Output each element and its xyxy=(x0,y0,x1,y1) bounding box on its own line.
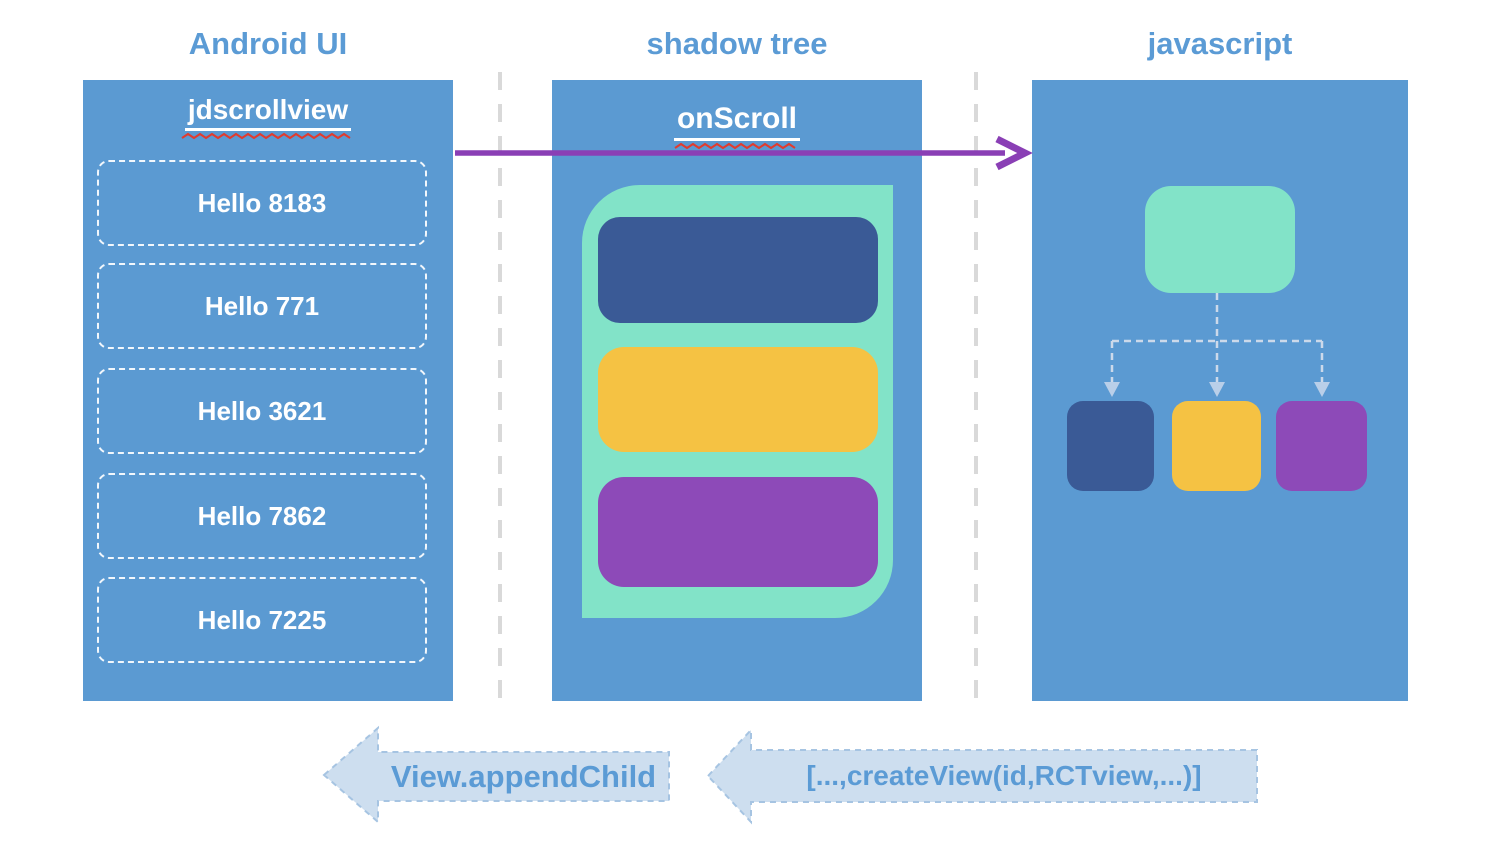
onscroll-flow-arrow xyxy=(455,135,1033,171)
hello-item-3: Hello 3621 xyxy=(97,368,427,454)
js-tree-connectors xyxy=(1104,293,1330,397)
android-ui-header: Android UI xyxy=(188,26,348,61)
view-appendchild-label: View.appendChild xyxy=(390,758,657,794)
hello-item-1: Hello 8183 xyxy=(97,160,427,246)
android-panel-title: jdscrollview xyxy=(83,94,453,140)
javascript-panel xyxy=(1032,80,1408,701)
shadow-panel-title-text: onScroll xyxy=(673,102,800,141)
column-separator-right xyxy=(974,72,978,708)
shadow-navy-block xyxy=(598,217,878,323)
shadow-panel-title: onScroll xyxy=(552,102,922,150)
down-arrowhead-icons xyxy=(1104,382,1330,397)
shadow-tree-container xyxy=(582,185,893,618)
js-root-node xyxy=(1145,186,1295,293)
red-squiggle-underline-icon xyxy=(181,132,351,140)
shadow-yellow-block xyxy=(598,347,878,452)
shadow-purple-block xyxy=(598,477,878,587)
hello-item-4: Hello 7862 xyxy=(97,473,427,559)
shadow-tree-header: shadow tree xyxy=(646,26,828,61)
javascript-header: javascript xyxy=(1147,26,1293,61)
createview-arrow: [...,createView(id,RCTview,...)] xyxy=(705,725,1260,825)
android-panel-title-text: jdscrollview xyxy=(184,94,352,131)
left-block-arrow-icon xyxy=(322,725,670,825)
js-purple-node xyxy=(1276,401,1367,491)
red-squiggle-underline-icon xyxy=(674,142,796,150)
android-ui-panel: jdscrollview Hello 8183 Hello 771 Hello … xyxy=(83,80,453,701)
view-appendchild-arrow: View.appendChild xyxy=(320,725,672,825)
hello-item-5: Hello 7225 xyxy=(97,577,427,663)
js-yellow-node xyxy=(1172,401,1261,491)
left-block-arrow-icon xyxy=(706,727,1258,825)
js-navy-node xyxy=(1067,401,1154,491)
hello-item-2: Hello 771 xyxy=(97,263,427,349)
shadow-tree-panel: onScroll xyxy=(552,80,922,701)
createview-label: [...,createView(id,RCTview,...)] xyxy=(806,760,1202,791)
column-separator-left xyxy=(498,72,502,708)
